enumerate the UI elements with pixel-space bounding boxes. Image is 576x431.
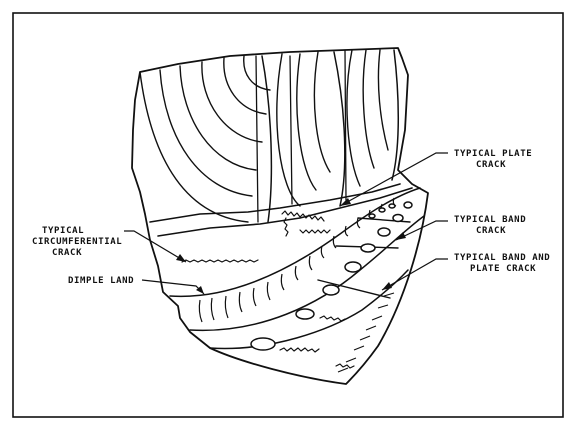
label-plate-crack-line2: CRACK (476, 160, 506, 170)
dome-ring-5 (223, 57, 267, 115)
edge-tick (337, 367, 349, 373)
edge-tick (359, 335, 371, 341)
edge-tick (345, 357, 357, 363)
edge-tick (353, 345, 365, 351)
dimple-tick (198, 299, 203, 323)
dome-ring-1 (139, 71, 249, 223)
cooling-hole (368, 213, 376, 219)
dimple-tick (320, 245, 325, 259)
cowl-step (149, 183, 401, 223)
plate-crack-line-2 (299, 229, 331, 234)
dome-divider-c (391, 49, 399, 181)
dome2-ring-1 (276, 53, 301, 207)
dimple-tick (266, 281, 271, 301)
plate-crack-line-1 (281, 210, 325, 222)
label-band-plate-line1: TYPICAL BAND AND (454, 253, 550, 263)
dome3-ring-2 (362, 49, 375, 169)
cooling-hole (250, 337, 276, 351)
figure-frame (12, 12, 564, 418)
band-and-plate-crack (279, 347, 320, 353)
dimple-tick (344, 225, 349, 237)
cooling-hole (360, 243, 376, 253)
band-crack-segment-2 (335, 363, 355, 369)
callout-labels: TYPICAL PLATE CRACK TYPICAL CIRCUMFERENT… (32, 149, 550, 286)
cooling-hole (403, 201, 413, 209)
dimple-tick (308, 255, 313, 271)
dome-ring-2 (159, 69, 253, 197)
cooling-hole (378, 207, 386, 213)
band-crack-segment (319, 315, 346, 322)
label-band-plate-line2: PLATE CRACK (470, 264, 536, 274)
cooling-hole (322, 284, 340, 296)
edge-tick (371, 315, 383, 321)
dimple-tick (224, 295, 229, 319)
dome3-ring-1 (346, 49, 361, 187)
leader-band-plate (381, 258, 448, 291)
dimple-tick (332, 235, 337, 249)
cooling-hole (377, 227, 391, 237)
dimple-tick (238, 291, 243, 313)
dimple-tick (356, 217, 361, 229)
dimple-lands (198, 197, 397, 323)
dome2-ring-3 (313, 51, 331, 173)
edge-tick (383, 292, 395, 297)
fin-2 (289, 55, 293, 205)
dome-ring-6 (243, 55, 271, 91)
leader-plate-crack (339, 152, 448, 207)
leader-band-crack (395, 220, 448, 241)
dome-divider-b (333, 51, 346, 207)
liner-drawing (131, 47, 429, 385)
cowl-step-lower (157, 187, 413, 237)
cooling-hole (295, 308, 315, 320)
dimple-tick (294, 265, 299, 281)
dimple-tick (252, 287, 257, 307)
label-circumferential-line3: CRACK (52, 248, 82, 258)
dimple-tick (210, 297, 215, 321)
dome-ring-3 (179, 65, 257, 171)
cooling-holes (250, 201, 413, 351)
label-dimple-land: DIMPLE LAND (68, 276, 134, 286)
dome-ring-4 (201, 61, 263, 143)
cooling-hole (388, 203, 396, 209)
band-divider-1 (317, 279, 391, 299)
edge-tick (365, 325, 377, 331)
arrowhead (340, 198, 351, 206)
fin-1 (255, 55, 259, 223)
leader-arrowheads (176, 198, 406, 294)
fin-3 (344, 49, 347, 201)
label-band-crack-line2: CRACK (476, 226, 506, 236)
leader-circumferential (124, 230, 187, 263)
label-plate-crack-line1: TYPICAL PLATE (454, 149, 532, 159)
band-seam-1 (169, 187, 421, 298)
arrowhead (196, 286, 204, 294)
edge-tick (377, 304, 389, 309)
circumferential-crack (181, 259, 259, 263)
cooling-hole (344, 261, 362, 273)
dimple-tick (280, 273, 285, 291)
arrowhead (396, 232, 406, 240)
arrowhead (382, 282, 392, 290)
edge-ticks (337, 292, 395, 373)
arrowhead (176, 254, 186, 262)
liner-outline (131, 47, 429, 385)
label-band-crack-line1: TYPICAL BAND (454, 215, 526, 225)
dome-divider-a (261, 55, 273, 223)
cooling-hole (392, 213, 404, 223)
label-circumferential-line2: CIRCUMFERENTIAL (32, 237, 122, 247)
dome2-ring-2 (296, 53, 317, 191)
dome3-ring-3 (377, 49, 389, 151)
plate-crack-line-3 (283, 217, 289, 237)
label-circumferential-line1: TYPICAL (42, 226, 84, 236)
